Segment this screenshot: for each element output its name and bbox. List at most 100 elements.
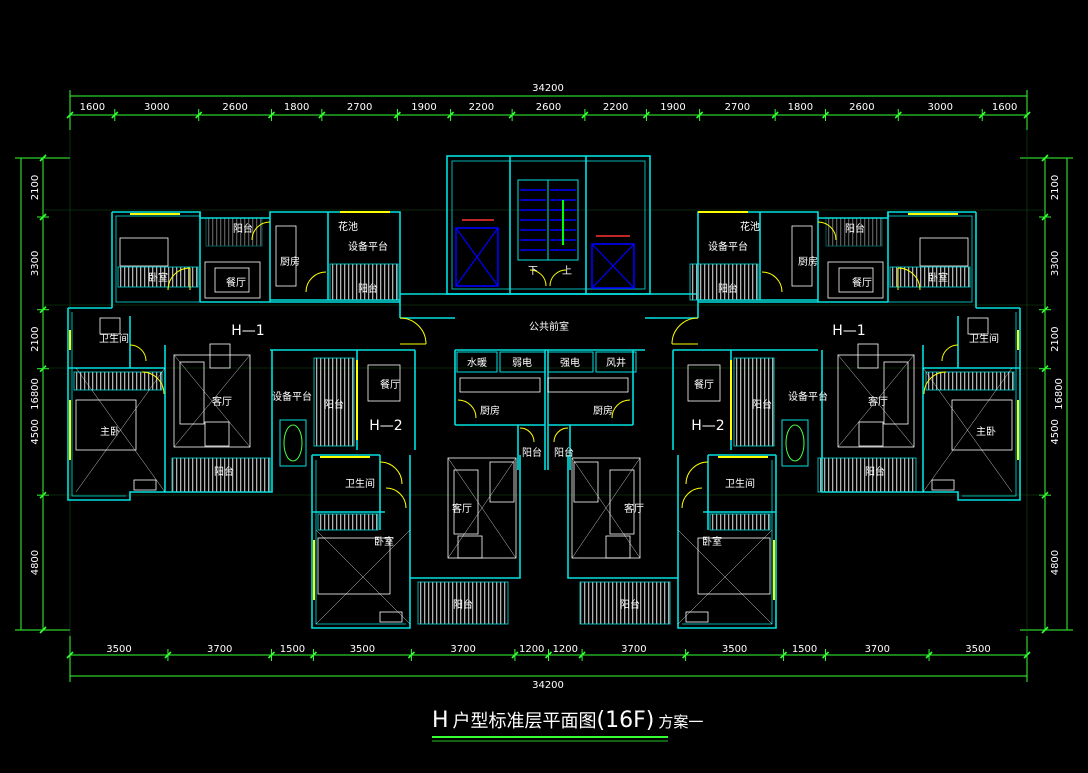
dim-slash xyxy=(267,651,276,659)
dim-segment-label: 3500 xyxy=(106,644,131,655)
title-prefix: H xyxy=(432,708,449,733)
dim-slash xyxy=(1041,154,1049,162)
label-h2-right-living: 客厅 xyxy=(624,502,644,515)
dim-segment-label: 1800 xyxy=(788,102,813,113)
dim-segment-label: 1900 xyxy=(411,102,436,113)
dim-segment-label: 2100 xyxy=(1050,175,1061,200)
dim-right-segments: 2100 3300 2100 4500 4800 xyxy=(1050,175,1061,576)
dim-slash xyxy=(1041,626,1049,634)
dim-segment-label: 2700 xyxy=(347,102,372,113)
dim-slash xyxy=(39,213,47,221)
dim-segment-label: 3300 xyxy=(1050,251,1061,276)
dim-segment-label: 1500 xyxy=(280,644,305,655)
dim-segment-label: 3700 xyxy=(450,644,475,655)
label-h1-right-master: 主卧 xyxy=(976,425,996,438)
dim-slash xyxy=(164,651,172,659)
dim-segment-label: 3000 xyxy=(144,102,169,113)
label-h2-right-bathroom: 卫生间 xyxy=(725,477,755,490)
dim-slash xyxy=(544,651,553,659)
label-h1-left-balcony-kitchen: 阳台 xyxy=(358,282,378,295)
label-h1-right-balcony-bottom: 阳台 xyxy=(865,465,885,478)
balcony-hatching xyxy=(73,217,1015,625)
label-h2-left-kitchen: 厨房 xyxy=(480,404,500,417)
dim-segment-label: 2600 xyxy=(849,102,874,113)
dim-segment-label: 1800 xyxy=(284,102,309,113)
dim-slash xyxy=(195,111,203,119)
dim-segment-label: 2200 xyxy=(469,102,494,113)
dim-slash xyxy=(39,306,47,314)
dim-slash xyxy=(393,111,401,119)
label-h2-right-balcony-bottom: 阳台 xyxy=(620,598,640,611)
plants xyxy=(279,419,809,467)
label-h2-left-balcony-bottom: 阳台 xyxy=(453,598,473,611)
label-h1-left-equipment: 设备平台 xyxy=(272,390,312,403)
label-stair-down: 下 xyxy=(528,266,538,277)
dim-slash xyxy=(1023,111,1031,119)
dim-left-total: 16800 xyxy=(30,378,41,410)
dim-slash xyxy=(39,154,47,162)
dim-slash xyxy=(66,651,74,659)
dim-segment-label: 3300 xyxy=(30,251,41,276)
unit-label-h1-left: H—1 xyxy=(231,323,264,339)
dim-segment-label: 2100 xyxy=(1050,326,1061,351)
label-h1-right-flower-pool: 花池 xyxy=(740,220,760,233)
dim-slash xyxy=(894,111,902,119)
label-h1-left-balcony-bottom: 阳台 xyxy=(214,465,234,478)
dim-slash xyxy=(821,111,830,119)
dim-segment-label: 3700 xyxy=(865,644,890,655)
dim-segment-label: 1200 xyxy=(553,644,578,655)
label-h1-right-dining: 餐厅 xyxy=(852,276,872,289)
dim-slash xyxy=(39,365,47,373)
dim-slash xyxy=(771,111,779,119)
unit-label-h2-right: H—2 xyxy=(691,418,724,434)
dim-segment-label: 3000 xyxy=(928,102,953,113)
label-strong-elec: 强电 xyxy=(560,356,580,369)
label-h1-left-flower-pool: 花池 xyxy=(338,220,358,233)
dim-slash xyxy=(318,111,326,119)
dim-segment-label: 4500 xyxy=(30,419,41,444)
dim-slash xyxy=(925,651,933,659)
dim-segment-label: 2100 xyxy=(30,326,41,351)
dim-slash xyxy=(407,651,415,659)
dim-segment-label: 1600 xyxy=(992,102,1017,113)
label-h1-left-equipment-top: 设备平台 xyxy=(348,240,388,253)
label-h1-right-bathroom: 卫生间 xyxy=(969,332,999,345)
title-main: 户型标准层平面图 xyxy=(453,711,597,732)
dim-bottom-total: 34200 xyxy=(532,680,564,691)
label-h2-right-bedroom: 卧室 xyxy=(702,535,722,548)
label-h2-left-bathroom: 卫生间 xyxy=(345,477,375,490)
unit-label-h2-left: H—2 xyxy=(369,418,402,434)
dim-segment-label: 4800 xyxy=(30,550,41,575)
dim-segment-label: 4800 xyxy=(1050,550,1061,575)
dim-segment-label: 3700 xyxy=(207,644,232,655)
label-h2-left-dining: 餐厅 xyxy=(380,378,400,391)
dim-slash xyxy=(779,651,788,659)
dimension-lines xyxy=(15,90,1073,682)
label-h1-right-bedroom: 卧室 xyxy=(928,271,948,284)
label-h1-left-bathroom: 卫生间 xyxy=(99,332,129,345)
dim-segment-label: 1900 xyxy=(660,102,685,113)
label-h1-left-master: 主卧 xyxy=(100,425,120,438)
dim-slash xyxy=(682,651,690,659)
label-water-pipe: 水暖 xyxy=(467,356,487,369)
dim-slash xyxy=(508,111,516,119)
dim-segment-label: 4500 xyxy=(1050,419,1061,444)
unit-label-h1-right: H—1 xyxy=(832,323,865,339)
dim-segment-label: 1500 xyxy=(792,644,817,655)
label-h1-right-living: 客厅 xyxy=(868,395,888,408)
dim-slash xyxy=(511,651,519,659)
dim-slash xyxy=(1023,651,1031,659)
dim-slash xyxy=(309,651,318,659)
dim-segment-label: 3700 xyxy=(621,644,646,655)
label-h1-right-balcony-kitchen: 阳台 xyxy=(718,282,738,295)
elevators xyxy=(455,219,635,289)
label-h2-left-bedroom: 卧室 xyxy=(374,535,394,548)
label-h1-left-bedroom: 卧室 xyxy=(148,271,168,284)
room-labels: 公共前室 水暖 弱电 强电 风井 下 上 H—1 阳台 花池 卧室 餐厅 厨房 … xyxy=(99,220,999,611)
dim-top-total: 34200 xyxy=(532,83,564,94)
windows xyxy=(69,211,1019,600)
